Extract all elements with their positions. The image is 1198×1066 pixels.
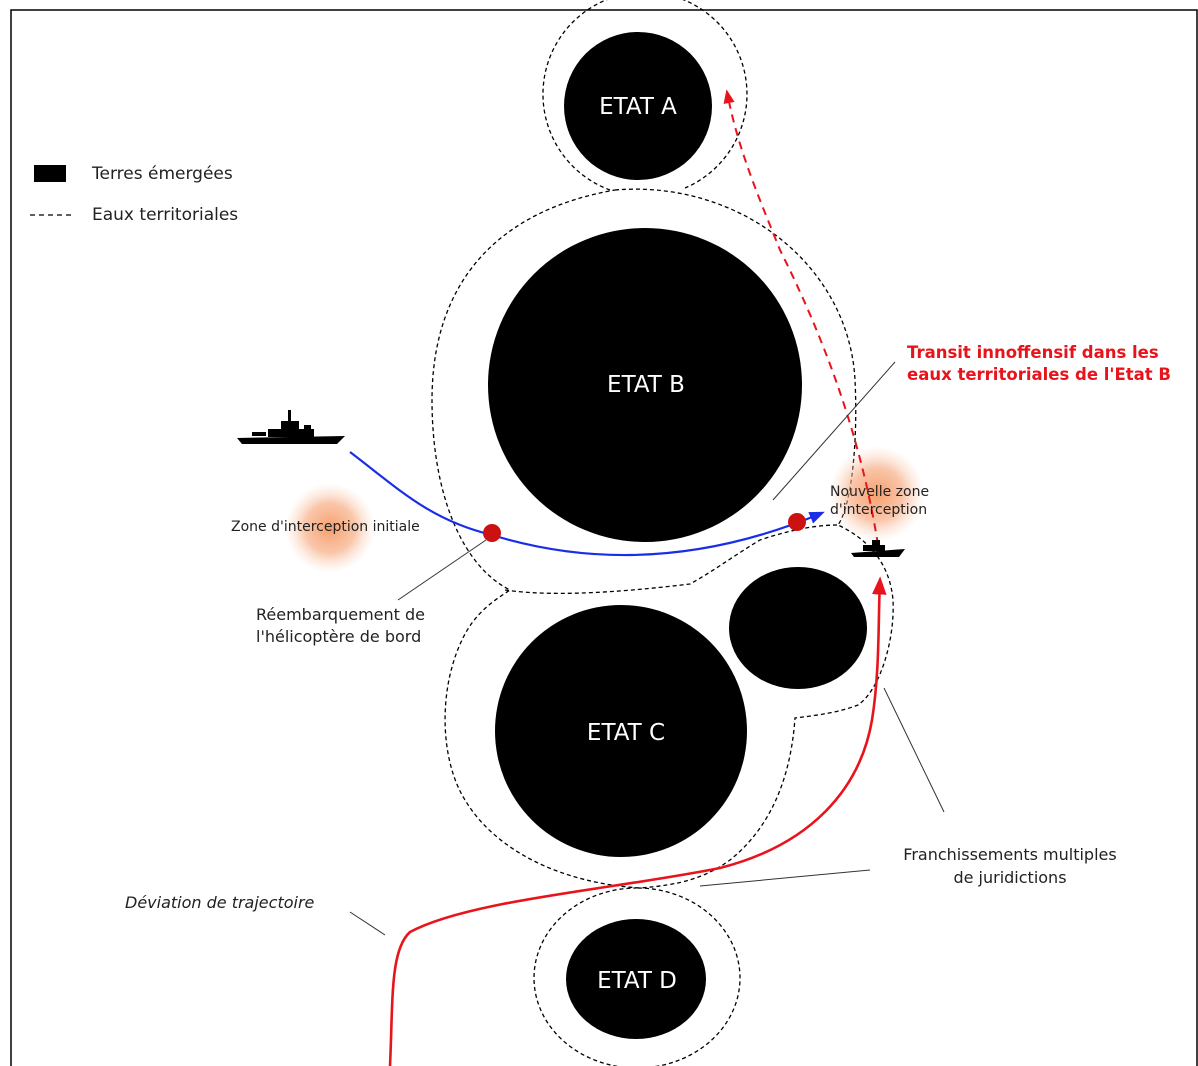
state-d-land <box>566 919 706 1039</box>
territorial-waters <box>431 0 894 1066</box>
crossings-label-line1: Franchissements multiples <box>903 845 1116 864</box>
leader-lines <box>349 361 945 936</box>
new-zone-label-line1: Nouvelle zone <box>830 484 929 500</box>
new-interception-marker <box>788 513 806 531</box>
red-transit-path <box>723 89 879 546</box>
target-ship-icon <box>851 540 905 557</box>
state-b-label: ETAT B <box>607 372 685 398</box>
island-land <box>729 567 867 689</box>
warship-icon <box>237 410 345 444</box>
innocent-passage-line1: Transit innoffensif dans les <box>907 343 1159 362</box>
crossings-label-line2: de juridictions <box>953 868 1066 887</box>
state-b-land <box>488 228 802 542</box>
legend: Terres émergées Eaux territoriales <box>30 164 238 225</box>
waters-legend-label: Eaux territoriales <box>92 205 238 225</box>
land-legend-swatch <box>34 165 66 182</box>
land-masses <box>488 32 867 1039</box>
state-d-label: ETAT D <box>597 968 677 994</box>
land-legend-label: Terres émergées <box>91 164 233 184</box>
innocent-passage-line2: eaux territoriales de l'Etat B <box>907 365 1171 384</box>
state-a-land <box>564 32 712 180</box>
frame-border <box>10 9 1198 1066</box>
red-route-path <box>388 576 887 1066</box>
reembark-label-line2: l'hélicoptère de bord <box>256 627 421 646</box>
new-zone-label-line2: d'interception <box>830 502 927 518</box>
state-c-land <box>495 605 747 857</box>
waters-outline-bc <box>431 188 894 889</box>
initial-zone-label: Zone d'interception initiale <box>231 519 420 535</box>
state-c-label: ETAT C <box>587 720 665 746</box>
waters-outline-d <box>533 887 741 1066</box>
initial-interception-zone <box>285 483 375 573</box>
state-a-label: ETAT A <box>599 94 677 120</box>
waters-boundary-b-c <box>504 524 839 595</box>
reembark-label-line1: Réembarquement de <box>256 605 425 624</box>
reembark-marker <box>483 524 501 542</box>
new-interception-zone <box>829 446 925 542</box>
blue-route-path <box>349 451 825 557</box>
deviation-label: Déviation de trajectoire <box>125 893 315 912</box>
